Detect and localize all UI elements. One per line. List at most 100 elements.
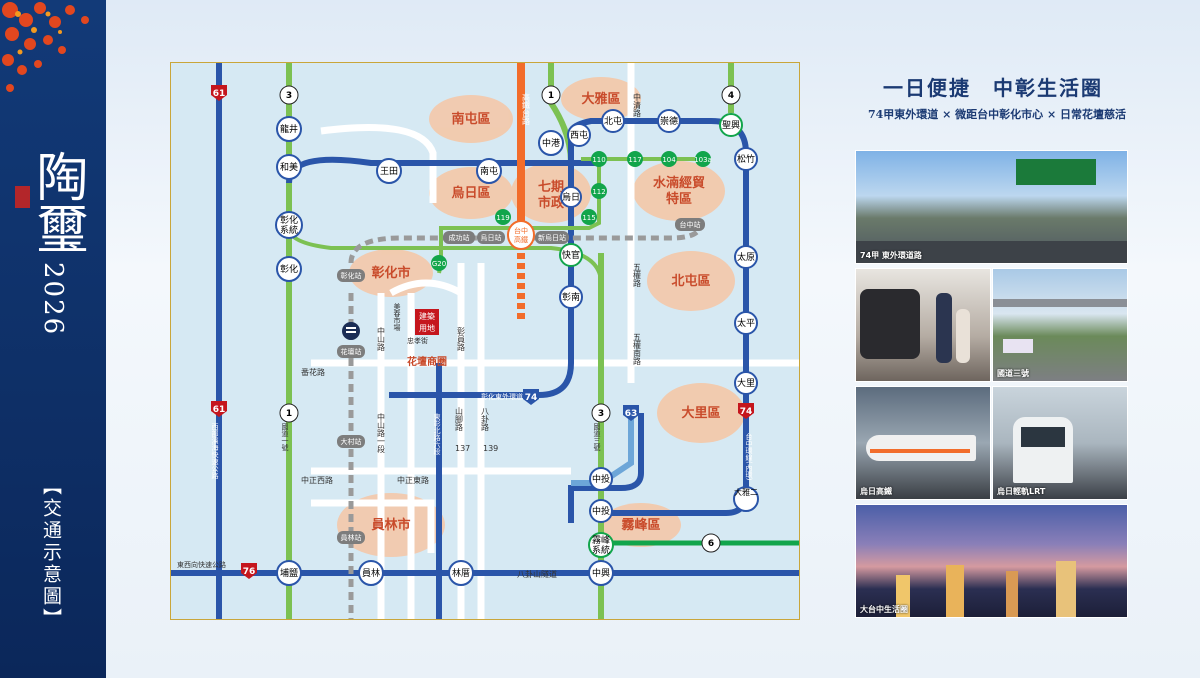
svg-text:彰化: 彰化 <box>280 263 298 275</box>
shield-76: 76 <box>241 563 257 579</box>
svg-text:74: 74 <box>525 393 538 403</box>
photo-caption: 大台中生活圈 <box>860 605 908 614</box>
district-label: 七期 <box>538 180 564 195</box>
svg-text:大里: 大里 <box>737 377 755 389</box>
node-zhonggang: 中港 <box>538 130 564 156</box>
metro-stop: 110 <box>592 156 605 164</box>
node-longjing: 龍井 <box>276 116 302 142</box>
station-label: 成功站 <box>449 233 470 242</box>
photo-family-car <box>855 268 991 382</box>
svg-text:台中: 台中 <box>514 226 528 235</box>
photo-caption: 國道三號 <box>997 369 1029 378</box>
svg-text:大雅二: 大雅二 <box>734 487 758 497</box>
site-marker <box>415 309 439 335</box>
photo-caption: 74甲 東外環道路 <box>860 251 922 260</box>
svg-text:太平: 太平 <box>737 317 755 329</box>
road-label: 美春市場 <box>393 302 401 332</box>
seal-stamp <box>15 186 30 208</box>
node-zhangnan: 彰南 <box>559 285 583 309</box>
svg-text:中港: 中港 <box>542 137 560 149</box>
district-label: 霧峰區 <box>620 517 660 533</box>
station-label: 花壇站 <box>341 347 362 356</box>
station-label: 員林站 <box>341 533 362 542</box>
metro-stop: 115 <box>582 214 595 222</box>
district-label: 市政 <box>538 195 565 211</box>
svg-text:系統: 系統 <box>280 224 298 236</box>
node-lincuo: 林厝 <box>448 560 474 586</box>
svg-text:1: 1 <box>548 91 554 101</box>
road-label: 139 <box>483 444 498 453</box>
photo-wuri-hsr: 烏日高鐵 <box>855 386 991 500</box>
node-puyan: 埔鹽 <box>276 560 302 586</box>
node-dali: 大里 <box>734 371 758 395</box>
node-zhongtou-2: 中投 <box>589 499 613 523</box>
svg-text:和美: 和美 <box>280 161 298 173</box>
district-label: 花壇商圈 <box>407 355 447 368</box>
node-zhongtou-1: 中投 <box>589 467 613 491</box>
road-label: 國道三號 <box>593 423 601 452</box>
node-shengxing: 聖興 <box>719 113 743 137</box>
svg-text:聖興: 聖興 <box>722 120 740 131</box>
node-taiyuan: 太原 <box>734 245 758 269</box>
svg-text:王田: 王田 <box>380 166 398 177</box>
svg-text:彰南: 彰南 <box>562 291 580 303</box>
metro-stops: 110 117 104 103a 112 115 119 G20 <box>431 151 712 271</box>
traffic-map-svg: 建築 用地 南屯區 大雅區 烏日區 七期 市政 水湳經貿 特區 彰化市 北屯區 … <box>171 63 799 619</box>
node-yuanlin: 員林 <box>358 560 384 586</box>
metro-stop: 104 <box>662 156 676 164</box>
road-label: 忠孝街 <box>407 336 428 345</box>
node-xitun: 西屯 <box>567 123 591 147</box>
svg-text:西屯: 西屯 <box>570 129 588 141</box>
metro-stop: 112 <box>592 188 605 196</box>
shield-74-mid: 74 <box>523 389 539 405</box>
svg-text:霧峰: 霧峰 <box>592 535 610 546</box>
svg-text:南屯: 南屯 <box>480 165 498 177</box>
road-labels: 中清路 高鐵台路 五權路 五權南路 番花路 中正西路 中正東路 中山路 中山路一… <box>177 92 753 579</box>
road-label: 彰員路 <box>457 326 466 351</box>
node-changhua: 彰化 <box>276 256 302 282</box>
node-taiping: 太平 <box>734 311 758 335</box>
node-nantun: 南屯 <box>476 158 502 184</box>
road-label: 五權南路 <box>633 333 642 365</box>
road-label: 中山路 <box>377 326 386 351</box>
page-headline: 一日便捷 中彰生活圈 <box>883 76 1103 100</box>
metro-stop: 119 <box>496 214 509 222</box>
node-daya2: 大雅二 <box>733 486 759 512</box>
road-label: 高鐵台路 <box>522 92 531 125</box>
node-zhongxing: 中興 <box>588 560 614 586</box>
district-label: 南屯區 <box>451 111 490 127</box>
shield-74-right: 74 <box>738 403 754 419</box>
site-label-2: 用地 <box>419 323 435 333</box>
shield-61-top: 61 <box>211 85 227 101</box>
road-label: 西部濱海快速公路 <box>211 423 219 480</box>
svg-text:76: 76 <box>243 567 256 577</box>
expressways-blue <box>171 63 799 619</box>
svg-text:埔鹽: 埔鹽 <box>280 567 298 579</box>
photo-caption: 烏日高鐵 <box>860 487 892 496</box>
svg-text:龍井: 龍井 <box>280 123 298 135</box>
district-label: 大雅區 <box>581 91 620 107</box>
district-label: 彰化市 <box>371 265 410 281</box>
svg-text:63: 63 <box>625 409 638 419</box>
svg-text:中興: 中興 <box>592 567 610 579</box>
train-icon <box>342 322 360 340</box>
road-label: 五權路 <box>633 263 642 287</box>
road-label: 彰化東外環道 <box>481 392 523 401</box>
shield-1-top: 1 <box>541 85 561 105</box>
svg-text:高鐵: 高鐵 <box>514 235 528 244</box>
photo-east-ring-road: 74甲 東外環道路 <box>855 150 1128 264</box>
section-label: 【交通示意圖】 <box>40 476 62 630</box>
road-label: 山腳路 <box>455 406 464 431</box>
road-label: 中清路 <box>633 92 642 117</box>
metro-stop: 103a <box>694 156 712 164</box>
district-label: 北屯區 <box>671 273 710 289</box>
metro-stop: G20 <box>432 260 446 268</box>
district-label: 大里區 <box>681 405 720 421</box>
photo-national-freeway-3: 國道三號 <box>992 268 1128 382</box>
node-wuri: 烏日 <box>560 186 582 208</box>
shield-3-mid: 3 <box>591 403 611 423</box>
district-labels: 南屯區 大雅區 烏日區 七期 市政 水湳經貿 特區 彰化市 北屯區 大里區 員林… <box>370 91 720 533</box>
node-wangtian: 王田 <box>376 158 402 184</box>
